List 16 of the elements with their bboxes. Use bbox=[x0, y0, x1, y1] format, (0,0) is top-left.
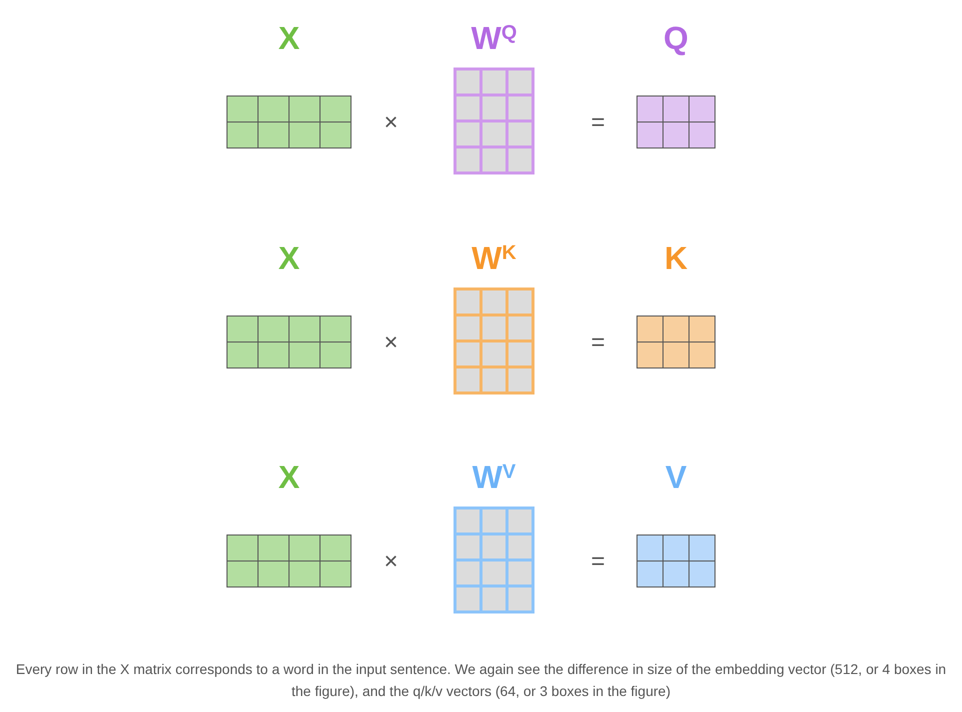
matrix-heading: K bbox=[664, 242, 688, 274]
matrix-heading: W$^{K}$ bbox=[472, 242, 516, 274]
caption: Every row in the X matrix corresponds to a word in the input sentence. We again see the difference in size of the embedding vector (512, or 4 boxes in the figure), and the q/k/v vectors (64, or 3 boxes in the figure) bbox=[14, 660, 948, 701]
matrix-heading: V bbox=[665, 461, 687, 493]
matrix-heading: Q bbox=[664, 22, 688, 54]
matrix-heading: X bbox=[278, 22, 300, 54]
matrix-heading: X bbox=[278, 242, 300, 274]
equals-sign: = bbox=[591, 550, 605, 574]
equals-sign: = bbox=[591, 331, 605, 355]
multiply-sign: × bbox=[384, 550, 398, 574]
multiply-sign: × bbox=[384, 331, 398, 355]
matrix-heading: X bbox=[278, 461, 300, 493]
matrix-heading: W$^{V}$ bbox=[472, 461, 516, 493]
equals-sign: = bbox=[591, 111, 605, 135]
multiply-sign: × bbox=[384, 111, 398, 135]
matrix-heading: W$^{Q}$ bbox=[471, 22, 517, 54]
